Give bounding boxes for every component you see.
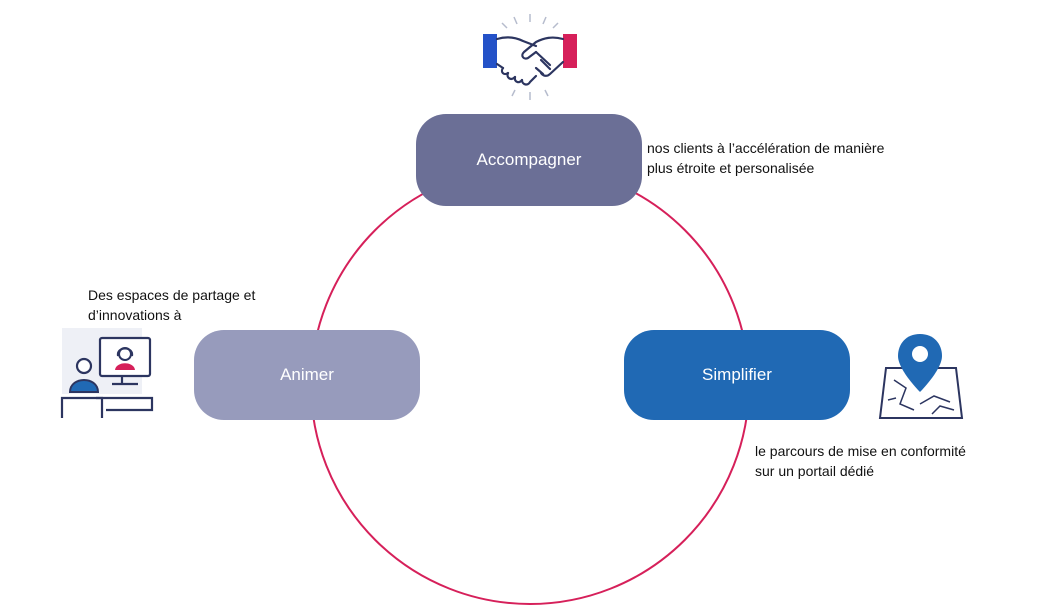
caption-animer-line-1: Des espaces de partage et bbox=[88, 287, 256, 303]
handshake-icon bbox=[483, 14, 577, 100]
node-animer: Animer bbox=[194, 330, 420, 420]
node-simplifier: Simplifier bbox=[624, 330, 850, 420]
node-accompagner: Accompagner bbox=[416, 114, 642, 206]
caption-simplifier: le parcours de mise en conformité sur un… bbox=[755, 441, 966, 481]
node-simplifier-label: Simplifier bbox=[702, 365, 772, 384]
caption-animer-line-2: d’innovations à bbox=[88, 307, 182, 323]
caption-accompagner-line-2: plus étroite et personalisée bbox=[647, 160, 815, 176]
caption-accompagner: nos clients à l’accélération de manière … bbox=[647, 138, 884, 178]
caption-accompagner-line-1: nos clients à l’accélération de manière bbox=[647, 140, 885, 156]
map-pin-icon bbox=[878, 334, 964, 419]
caption-simplifier-line-2: sur un portail dédié bbox=[755, 463, 875, 479]
video-call-icon bbox=[60, 328, 154, 418]
caption-animer: Des espaces de partage et d’innovations … bbox=[88, 285, 255, 325]
node-animer-label: Animer bbox=[280, 365, 334, 384]
caption-simplifier-line-1: le parcours de mise en conformité bbox=[755, 443, 966, 459]
node-accompagner-label: Accompagner bbox=[476, 150, 582, 169]
